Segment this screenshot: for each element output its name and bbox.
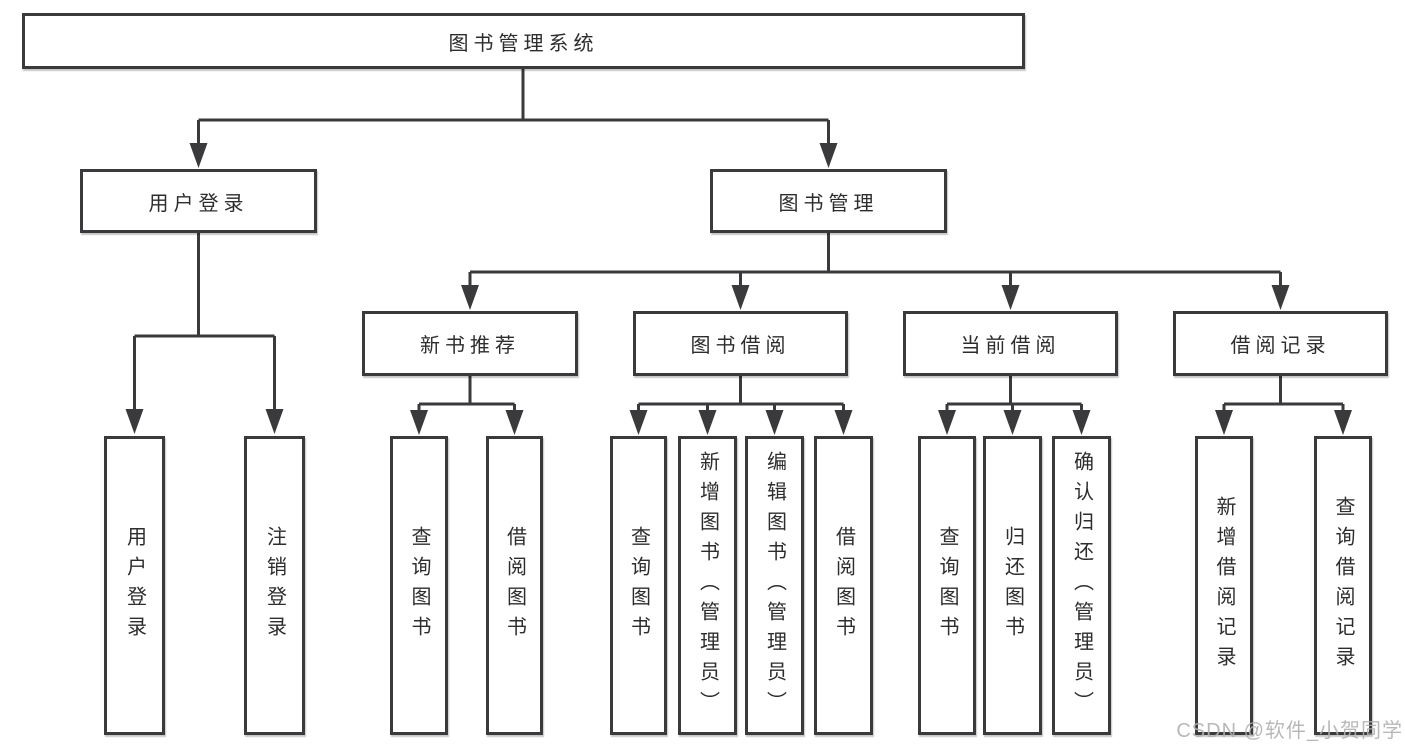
arrowhead [265,409,284,434]
leaf-borrowing-borrow: 借阅图书 [814,436,873,735]
arrowhead [938,410,956,435]
node-user-login-label: 用户登录 [148,192,249,215]
leaf-current-return: 归还图书 [983,436,1042,735]
arrowhead [1072,410,1091,435]
arrowhead [834,410,853,435]
arrowhead [731,285,750,310]
leaf-newbooks-query: 查询图书 [390,436,448,735]
leaf-borrowing-edit-label: 编辑图书（管理员） [763,450,786,721]
leaf-borrowing-edit: 编辑图书（管理员） [745,436,804,735]
arrowhead [505,410,524,435]
node-borrow-records: 借阅记录 [1173,311,1388,376]
node-book-borrowing: 图书借阅 [633,311,848,376]
leaf-logout: 注销登录 [244,436,305,735]
leaf-borrowing-borrow-label: 借阅图书 [832,525,855,646]
leaf-newbooks-borrow: 借阅图书 [486,436,543,735]
node-root: 图书管理系统 [22,13,1025,69]
leaf-records-add-label: 新增借阅记录 [1213,495,1235,676]
tree-edges [133,69,1345,414]
leaf-logout-label: 注销登录 [263,525,286,646]
arrowhead [765,410,784,435]
watermark: CSDN @软件_小贺同学 [1176,720,1403,742]
leaf-records-query: 查询借阅记录 [1314,436,1372,735]
leaf-current-query-label: 查询图书 [936,525,958,646]
node-book-management: 图书管理 [710,169,947,233]
leaf-current-return-label: 归还图书 [1001,525,1024,646]
node-current-borrowing-label: 当前借阅 [960,335,1061,357]
arrowhead [698,410,717,435]
arrowhead [1003,410,1022,435]
leaf-user-login-label: 用户登录 [123,525,146,646]
leaf-records-add: 新增借阅记录 [1195,436,1253,735]
leaf-borrowing-query: 查询图书 [610,436,667,735]
arrowhead [189,143,208,168]
leaf-current-query: 查询图书 [918,436,976,735]
leaf-newbooks-query-label: 查询图书 [408,525,430,646]
leaf-borrowing-add-label: 新增图书（管理员） [696,450,719,721]
arrowhead [819,143,838,168]
arrowhead [410,410,428,435]
arrowhead [1334,410,1352,435]
leaf-newbooks-borrow-label: 借阅图书 [503,525,526,646]
node-user-login: 用户登录 [80,169,317,233]
node-borrow-records-label: 借阅记录 [1230,335,1331,357]
arrowhead [461,285,479,310]
leaf-user-login: 用户登录 [104,436,165,735]
leaf-current-confirm: 确认归还（管理员） [1052,436,1111,735]
node-new-books-label: 新书推荐 [420,335,520,357]
leaf-records-query-label: 查询借阅记录 [1332,495,1354,676]
node-new-books: 新书推荐 [362,311,578,376]
leaf-borrowing-query-label: 查询图书 [627,525,650,646]
node-root-label: 图书管理系统 [448,32,599,55]
arrowhead [1215,410,1233,435]
leaf-current-confirm-label: 确认归还（管理员） [1070,450,1093,721]
node-book-management-label: 图书管理 [778,192,879,215]
node-current-borrowing: 当前借阅 [903,311,1118,376]
arrowhead [1271,285,1290,310]
leaf-borrowing-add: 新增图书（管理员） [678,436,737,735]
arrowhead [629,410,648,435]
arrowhead [125,409,144,434]
arrowhead [1001,285,1020,310]
node-book-borrowing-label: 图书借阅 [690,335,791,357]
